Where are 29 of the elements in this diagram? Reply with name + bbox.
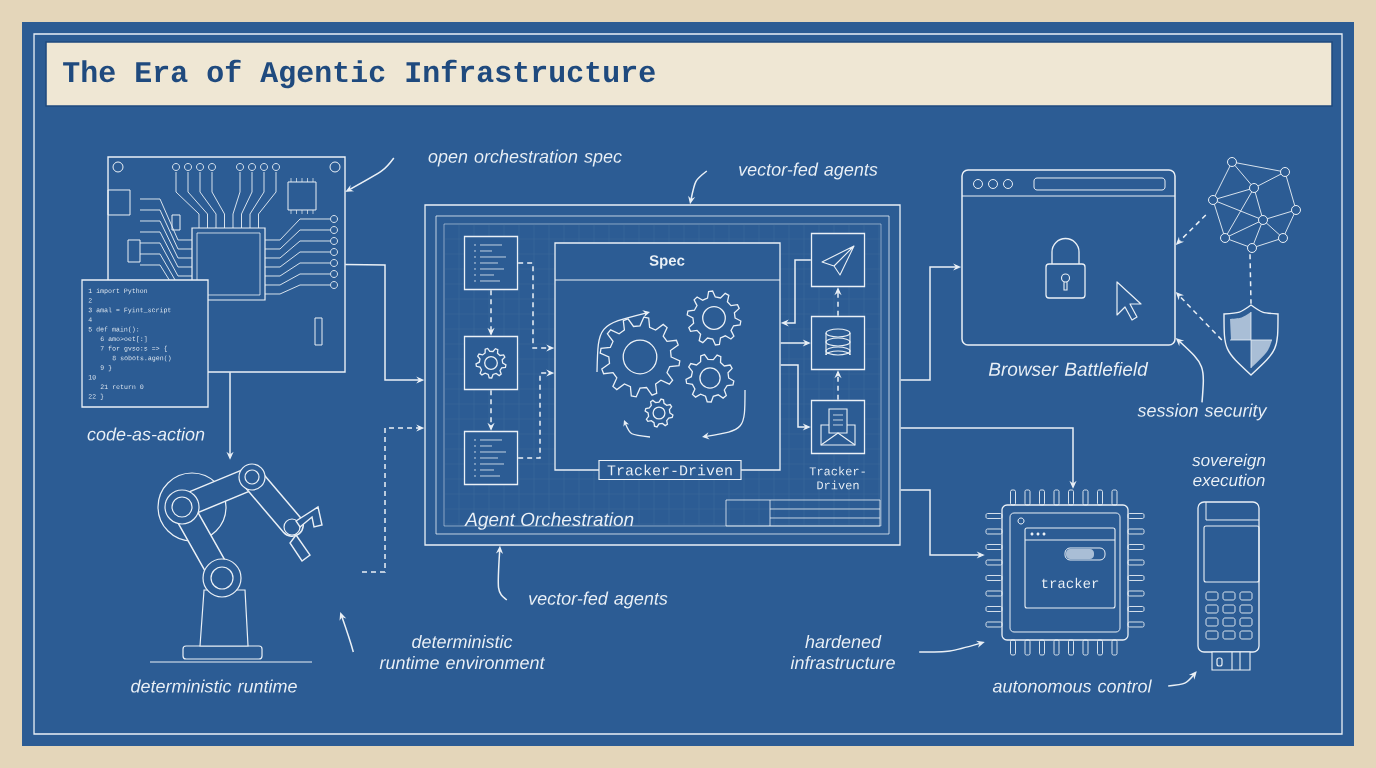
payment-terminal-drawing bbox=[1197, 501, 1260, 671]
network-drawing bbox=[1208, 157, 1301, 253]
document-box bbox=[463, 430, 519, 486]
envelope-box bbox=[810, 399, 866, 455]
gear-box bbox=[463, 335, 519, 391]
leader-arrow bbox=[339, 612, 355, 653]
paper-plane-box bbox=[810, 232, 866, 288]
node-label: sovereign execution bbox=[1192, 453, 1266, 487]
dashed-connector-line bbox=[1249, 253, 1252, 305]
annotation-text: hardened infrastructure bbox=[790, 634, 895, 670]
spec-panel: Spec Tracker-Driven bbox=[554, 242, 781, 481]
title-banner: The Era of Agentic Infrastructure bbox=[45, 41, 1333, 107]
annotation-text: vector-fed agents bbox=[529, 591, 668, 609]
caption: code-as-action bbox=[87, 427, 205, 441]
robot-arm-drawing bbox=[149, 463, 323, 663]
browser-window bbox=[961, 169, 1176, 346]
annotation-text: deterministic runtime environment bbox=[379, 634, 546, 670]
chip-drawing: tracker bbox=[985, 489, 1145, 656]
node-label: Browser Battlefield bbox=[988, 362, 1149, 376]
annotation-text: autonomous control bbox=[992, 679, 1152, 693]
annotation-text: open orchestration spec bbox=[428, 149, 622, 167]
annotation-text: session security bbox=[1137, 403, 1268, 421]
node-label: Tracker-Driven bbox=[809, 466, 865, 490]
database-box bbox=[810, 315, 866, 371]
document-box bbox=[463, 235, 519, 291]
annotation-text: vector-fed agents bbox=[739, 162, 878, 180]
node-label: deterministic runtime bbox=[131, 679, 297, 693]
leader-arrow bbox=[1167, 671, 1197, 687]
shield-icon bbox=[1223, 304, 1279, 376]
